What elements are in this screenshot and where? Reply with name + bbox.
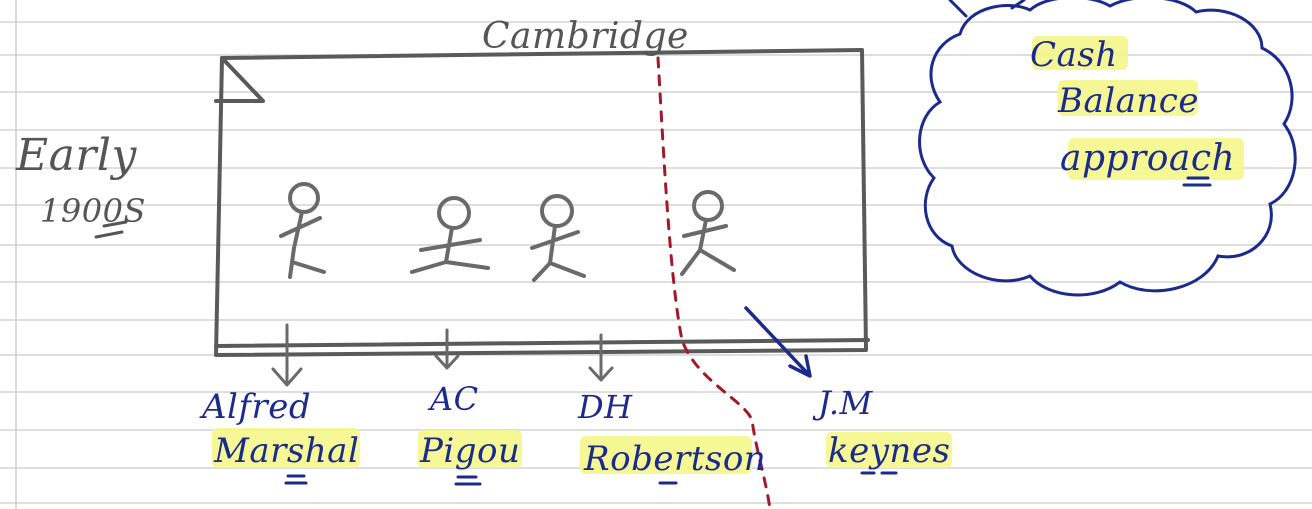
highlight-keynes [826, 432, 952, 468]
economist-4-line2: keynes [828, 431, 950, 471]
economist-2-line1: AC [427, 380, 479, 418]
dashed-divider [656, 56, 772, 509]
highlights [212, 36, 1244, 474]
cambridge-label: Cambridge [482, 16, 689, 57]
cash-balance-cloud [918, 0, 1297, 297]
highlight-marshal [212, 428, 360, 468]
cloud-tail [948, 0, 1026, 18]
highlight-pigou [418, 430, 522, 468]
figures [279, 182, 736, 282]
highlight-cash [1032, 36, 1128, 70]
economist-3-line1: DH [577, 388, 633, 426]
highlight-balance [1058, 80, 1198, 116]
highlight-robertson [580, 436, 752, 474]
cloud-label-balance: Balance [1057, 81, 1199, 121]
cloud-label-cash: Cash [1030, 35, 1118, 75]
economist-1-line1: Alfred [199, 387, 311, 427]
keynes-arrow [744, 306, 812, 378]
period-label-line1: Early [15, 130, 137, 181]
economist-3-line2: Robertson [583, 439, 766, 479]
figure-keynes [680, 190, 736, 276]
underline-marks [94, 176, 1212, 486]
figure-pigou [410, 196, 490, 274]
figure-marshall [279, 182, 326, 279]
economist-1-line2: Marshal [213, 431, 359, 471]
economist-2-line2: Pigou [419, 431, 520, 471]
highlight-approach [1068, 138, 1244, 180]
period-label-line2: 1900S [40, 192, 146, 230]
pencil-arrows [271, 323, 614, 387]
cambridge-box [214, 48, 870, 357]
figure-robertson [530, 194, 586, 282]
cloud-label-approach: approach [1060, 138, 1235, 179]
economist-4-line1: J.M [812, 384, 874, 422]
